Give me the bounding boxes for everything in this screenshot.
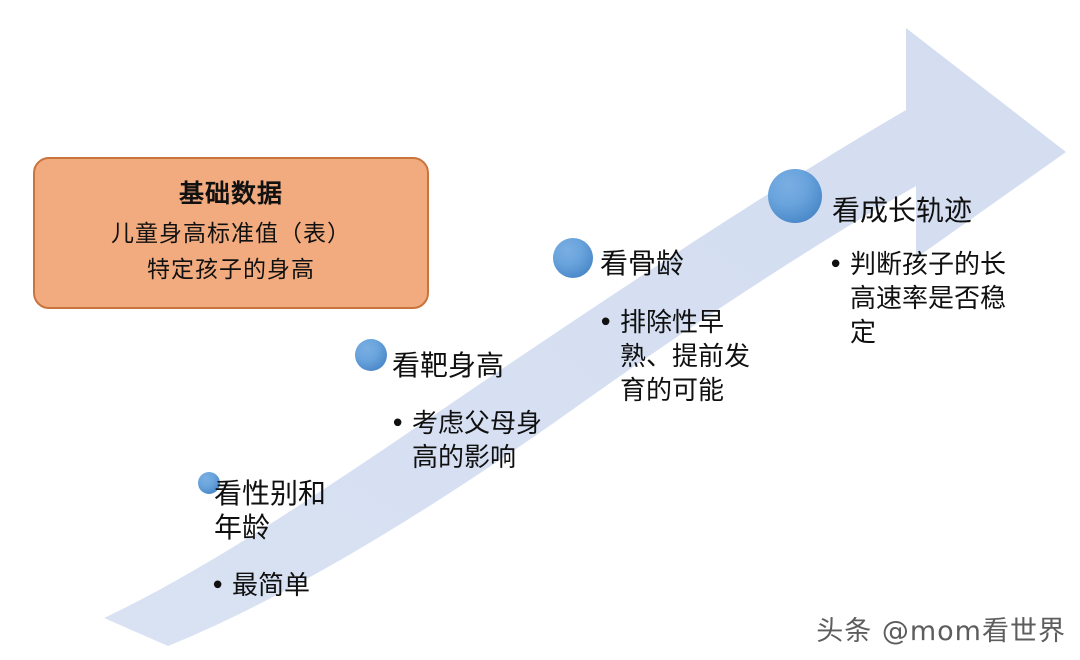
base-data-line-2: 特定孩子的身高 [147,256,315,283]
base-data-box: 基础数据 儿童身高标准值（表） 特定孩子的身高 [33,157,429,309]
step-dot-4-icon [768,169,822,223]
bullet-icon: • [598,308,614,338]
arrow-band-shape [104,28,1066,646]
step-1-heading: 看性别和 年龄 [214,477,327,545]
step-3-bullet-text: 排除性早熟、提前发育的可能 [620,308,751,406]
watermark: 头条 @mom看世界 [816,616,1066,647]
step-4-bullet: • 判断孩子的长高速率是否稳定 [828,249,1008,350]
step-4-heading: 看成长轨迹 [832,194,973,227]
step-1-bullet: • 最简单 [210,570,400,604]
step-dot-1-icon [198,472,220,494]
base-data-line-1: 儿童身高标准值（表） [111,220,351,247]
bullet-icon: • [828,250,844,280]
step-dot-2-icon [355,339,387,371]
step-4-bullet-text: 判断孩子的长高速率是否稳定 [850,250,1007,348]
base-data-title: 基础数据 [178,178,283,208]
bullet-icon: • [390,409,406,439]
step-2-bullet: • 考虑父母身高的影响 [390,408,558,476]
step-2-bullet-text: 考虑父母身高的影响 [412,409,543,473]
step-1-bullet-text: 最简单 [232,571,311,601]
step-3-bullet: • 排除性早熟、提前发育的可能 [598,307,770,408]
step-2-heading: 看靶身高 [392,349,505,382]
bullet-icon: • [210,571,226,601]
step-3-heading: 看骨龄 [600,247,685,280]
step-dot-3-icon [553,238,593,278]
